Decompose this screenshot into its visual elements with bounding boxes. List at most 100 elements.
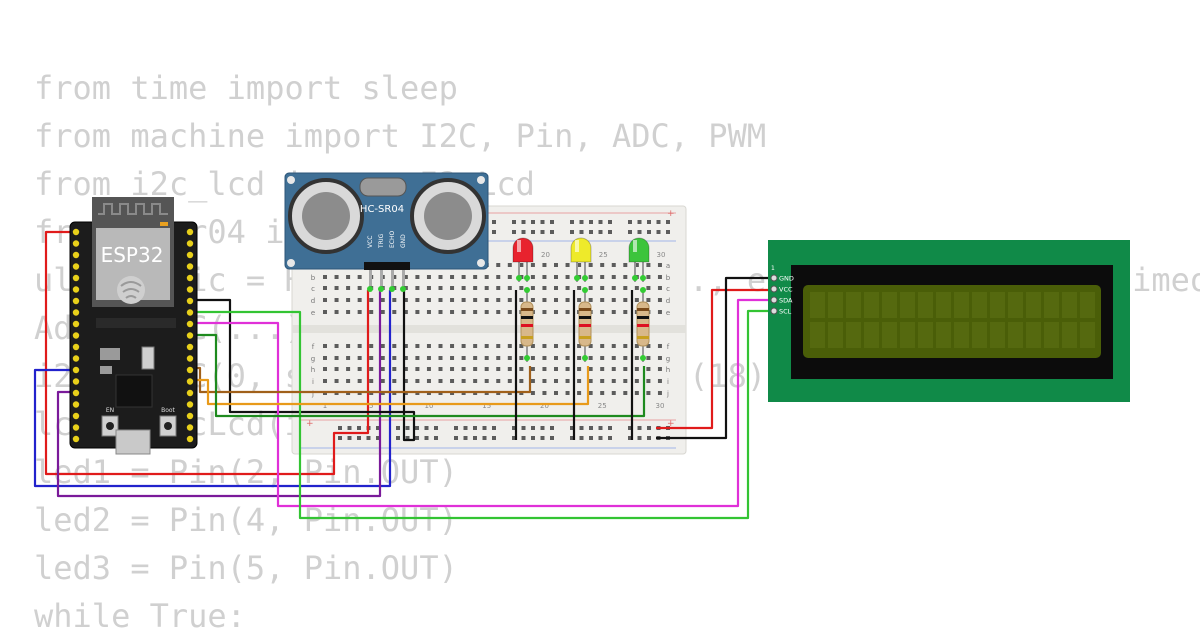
breadboard-hole[interactable]	[450, 379, 455, 383]
esp32-pin-left[interactable]	[72, 424, 80, 431]
breadboard-hole[interactable]	[623, 286, 628, 290]
breadboard-hole[interactable]	[426, 298, 431, 302]
breadboard-hole[interactable]	[600, 263, 605, 267]
breadboard-hole[interactable]	[600, 275, 605, 279]
breadboard-hole[interactable]	[450, 275, 455, 279]
breadboard-hole[interactable]	[611, 356, 616, 360]
breadboard-hole[interactable]	[415, 356, 420, 360]
breadboard-hole[interactable]	[577, 367, 582, 371]
breadboard-hole[interactable]	[530, 391, 535, 395]
breadboard-hole[interactable]	[496, 298, 501, 302]
breadboard-hole[interactable]	[496, 286, 501, 290]
breadboard-hole[interactable]	[346, 356, 351, 360]
breadboard-hole[interactable]	[380, 310, 385, 314]
breadboard-hole[interactable]	[403, 367, 408, 371]
breadboard-hole[interactable]	[588, 275, 593, 279]
breadboard-hole[interactable]	[473, 310, 478, 314]
breadboard-hole[interactable]	[484, 286, 489, 290]
esp32-pin-right[interactable]	[186, 343, 194, 351]
rail-hole[interactable]	[550, 426, 554, 430]
breadboard-hole[interactable]	[634, 391, 639, 395]
breadboard-hole[interactable]	[461, 356, 466, 360]
breadboard-hole[interactable]	[346, 367, 351, 371]
rail-hole[interactable]	[570, 436, 574, 440]
breadboard-hole[interactable]	[577, 391, 582, 395]
esp32-pin-left[interactable]	[72, 332, 80, 339]
rail-hole[interactable]	[347, 426, 352, 430]
rail-hole[interactable]	[454, 436, 458, 440]
rail-hole[interactable]	[473, 426, 477, 430]
breadboard-hole[interactable]	[565, 379, 570, 383]
breadboard-hole[interactable]	[623, 356, 628, 360]
esp32-pin-left[interactable]	[72, 343, 80, 351]
esp32-pin-left[interactable]	[72, 320, 80, 328]
breadboard-hole[interactable]	[657, 367, 662, 371]
breadboard-hole[interactable]	[357, 356, 362, 360]
breadboard-hole[interactable]	[438, 298, 443, 302]
breadboard-hole[interactable]	[577, 298, 582, 302]
breadboard-hole[interactable]	[334, 344, 339, 348]
rail-hole[interactable]	[637, 426, 642, 430]
breadboard-hole[interactable]	[346, 344, 351, 348]
rail-hole[interactable]	[338, 426, 342, 430]
rail-hole[interactable]	[482, 436, 487, 440]
breadboard-hole[interactable]	[611, 310, 616, 314]
esp32-pin-left[interactable]	[72, 389, 80, 397]
breadboard-hole[interactable]	[484, 310, 489, 314]
breadboard-hole[interactable]	[380, 379, 385, 383]
esp32-pin-right[interactable]	[186, 424, 194, 431]
breadboard-hole[interactable]	[392, 379, 397, 383]
breadboard-hole[interactable]	[380, 344, 385, 348]
lcd-pin[interactable]	[770, 307, 778, 315]
breadboard-hole[interactable]	[461, 367, 466, 371]
breadboard-hole[interactable]	[646, 367, 651, 371]
breadboard-hole[interactable]	[403, 310, 408, 314]
rail-hole[interactable]	[415, 426, 419, 430]
breadboard-hole[interactable]	[426, 344, 431, 348]
rail-hole[interactable]	[396, 426, 400, 430]
lcd-pin[interactable]	[770, 285, 778, 293]
breadboard-hole[interactable]	[634, 344, 639, 348]
rail-hole[interactable]	[366, 436, 371, 440]
breadboard-hole[interactable]	[415, 298, 420, 302]
breadboard-hole[interactable]	[646, 275, 651, 279]
esp32-pin-left[interactable]	[72, 297, 80, 305]
breadboard-hole[interactable]	[323, 379, 327, 383]
breadboard-hole[interactable]	[357, 275, 362, 279]
breadboard-hole[interactable]	[496, 275, 501, 279]
breadboard-hole[interactable]	[530, 286, 535, 290]
rail-hole[interactable]	[540, 436, 545, 440]
breadboard-hole[interactable]	[392, 298, 397, 302]
rail-hole[interactable]	[628, 220, 632, 224]
rail-hole[interactable]	[589, 220, 593, 224]
esp32-pin-right[interactable]	[186, 251, 194, 259]
breadboard-hole[interactable]	[496, 356, 501, 360]
breadboard-hole[interactable]	[334, 286, 339, 290]
breadboard-hole[interactable]	[554, 310, 558, 314]
breadboard-hole[interactable]	[554, 356, 558, 360]
esp32-pin-right[interactable]	[186, 435, 194, 443]
rail-hole[interactable]	[608, 426, 612, 430]
breadboard-hole[interactable]	[334, 379, 339, 383]
esp32-pin-left[interactable]	[72, 286, 80, 293]
breadboard-hole[interactable]	[323, 298, 327, 302]
breadboard-hole[interactable]	[334, 367, 339, 371]
breadboard-hole[interactable]	[496, 263, 501, 267]
breadboard-hole[interactable]	[346, 310, 351, 314]
rail-hole[interactable]	[589, 426, 593, 430]
breadboard-hole[interactable]	[577, 379, 582, 383]
breadboard-hole[interactable]	[334, 310, 339, 314]
breadboard-hole[interactable]	[600, 298, 605, 302]
breadboard-hole[interactable]	[461, 286, 466, 290]
breadboard-hole[interactable]	[530, 275, 535, 279]
breadboard-hole[interactable]	[657, 344, 662, 348]
breadboard-hole[interactable]	[623, 379, 628, 383]
breadboard-hole[interactable]	[657, 379, 662, 383]
rail-hole[interactable]	[647, 230, 651, 234]
rail-hole[interactable]	[637, 436, 642, 440]
breadboard-hole[interactable]	[496, 310, 501, 314]
breadboard-hole[interactable]	[403, 356, 408, 360]
breadboard-hole[interactable]	[323, 367, 327, 371]
breadboard-hole[interactable]	[611, 367, 616, 371]
breadboard-hole[interactable]	[519, 286, 524, 290]
